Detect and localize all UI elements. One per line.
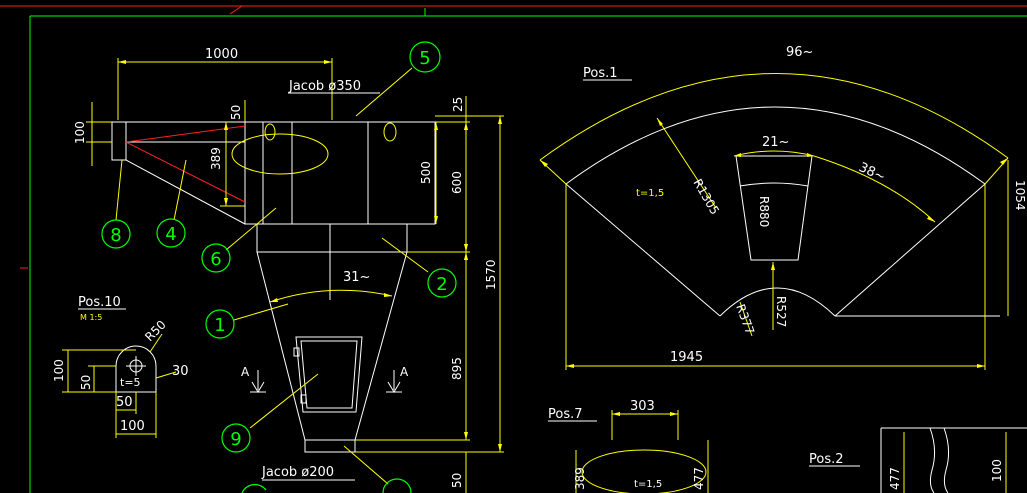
- cyclone-main-view: [111, 121, 436, 453]
- pos10-scale: M 1:5: [80, 313, 102, 322]
- dim-25: 25: [451, 97, 465, 112]
- pos2-title: Pos.2: [809, 452, 844, 467]
- balloon-6: 6: [210, 249, 221, 270]
- pos7-d303: 303: [630, 399, 655, 414]
- pos10-r50: R50: [142, 318, 169, 345]
- pos1-r880: R880: [757, 196, 771, 227]
- sheet-frame: [0, 5, 1027, 493]
- pos2-detail: Pos.2 477 100: [809, 427, 1027, 493]
- dim-100-left: 100: [73, 121, 87, 144]
- pos10-d30: 30: [172, 364, 189, 379]
- balloon-8: 8: [110, 225, 121, 246]
- balloon-2: 2: [436, 274, 447, 295]
- pos7-title: Pos.7: [548, 407, 583, 422]
- pos10-d50-vertical: 50: [79, 375, 93, 390]
- pos10-d100-horizontal: 100: [120, 419, 145, 434]
- dim-1570: 1570: [484, 259, 498, 290]
- pos1-detail: Pos.1 96~ 21~ 38~ t=1,5 R1305 R880: [539, 45, 1027, 370]
- pos7-d477: 477: [692, 467, 706, 490]
- balloon-4: 4: [165, 224, 176, 245]
- pos7-detail: Pos.7 303 389 t=1,5 477: [548, 399, 709, 493]
- pos7-thickness: t=1,5: [634, 479, 662, 490]
- dim-1000: 1000: [205, 47, 238, 62]
- pos1-d21: 21~: [762, 135, 789, 150]
- pos2-d100: 100: [990, 459, 1004, 482]
- balloon-1: 1: [214, 315, 225, 336]
- pos1-r527: R527: [774, 296, 788, 327]
- pos10-d100-vertical: 100: [52, 359, 66, 382]
- pos1-thickness: t=1,5: [636, 188, 664, 199]
- pos1-d1945: 1945: [670, 350, 703, 365]
- pos1-r377: R377: [733, 302, 757, 336]
- dim-50-top: 50: [229, 105, 243, 120]
- pos10-d50-horizontal: 50: [116, 395, 133, 410]
- section-a-left: A: [241, 365, 250, 379]
- pos1-r1305: R1305: [690, 177, 722, 218]
- pos10-detail: Pos.10 M 1:5 R50 30 100 50 t=5 50 100: [52, 295, 189, 438]
- main-dimensions: 1000 100 50 389 Jacob ø350 25 500 600: [73, 47, 504, 493]
- dim-389: 389: [209, 147, 223, 170]
- pos7-d389: 389: [573, 467, 587, 490]
- pos1-d38: 38~: [856, 160, 887, 185]
- dim-500: 500: [419, 161, 433, 184]
- dim-31-arc: 31~: [343, 270, 370, 285]
- pos10-title: Pos.10: [78, 295, 121, 310]
- part-balloons: 5 8 4 6 2 1 9: [101, 41, 457, 493]
- section-arrows: A A: [241, 365, 409, 393]
- balloon-5: 5: [419, 48, 430, 69]
- pos1-title: Pos.1: [583, 66, 618, 81]
- label-jacob-200: Jacob ø200: [261, 465, 334, 480]
- pos2-d477: 477: [888, 467, 902, 490]
- dim-50-bottom: 50: [450, 473, 464, 488]
- label-jacob-350: Jacob ø350: [288, 79, 361, 94]
- pos1-d1054: 1054: [1013, 180, 1027, 211]
- dim-895: 895: [450, 357, 464, 380]
- dim-600: 600: [450, 171, 464, 194]
- pos10-thickness: t=5: [120, 376, 141, 389]
- section-a-right: A: [400, 365, 409, 379]
- balloon-9: 9: [230, 429, 241, 450]
- pos1-arc-length: 96~: [786, 45, 813, 60]
